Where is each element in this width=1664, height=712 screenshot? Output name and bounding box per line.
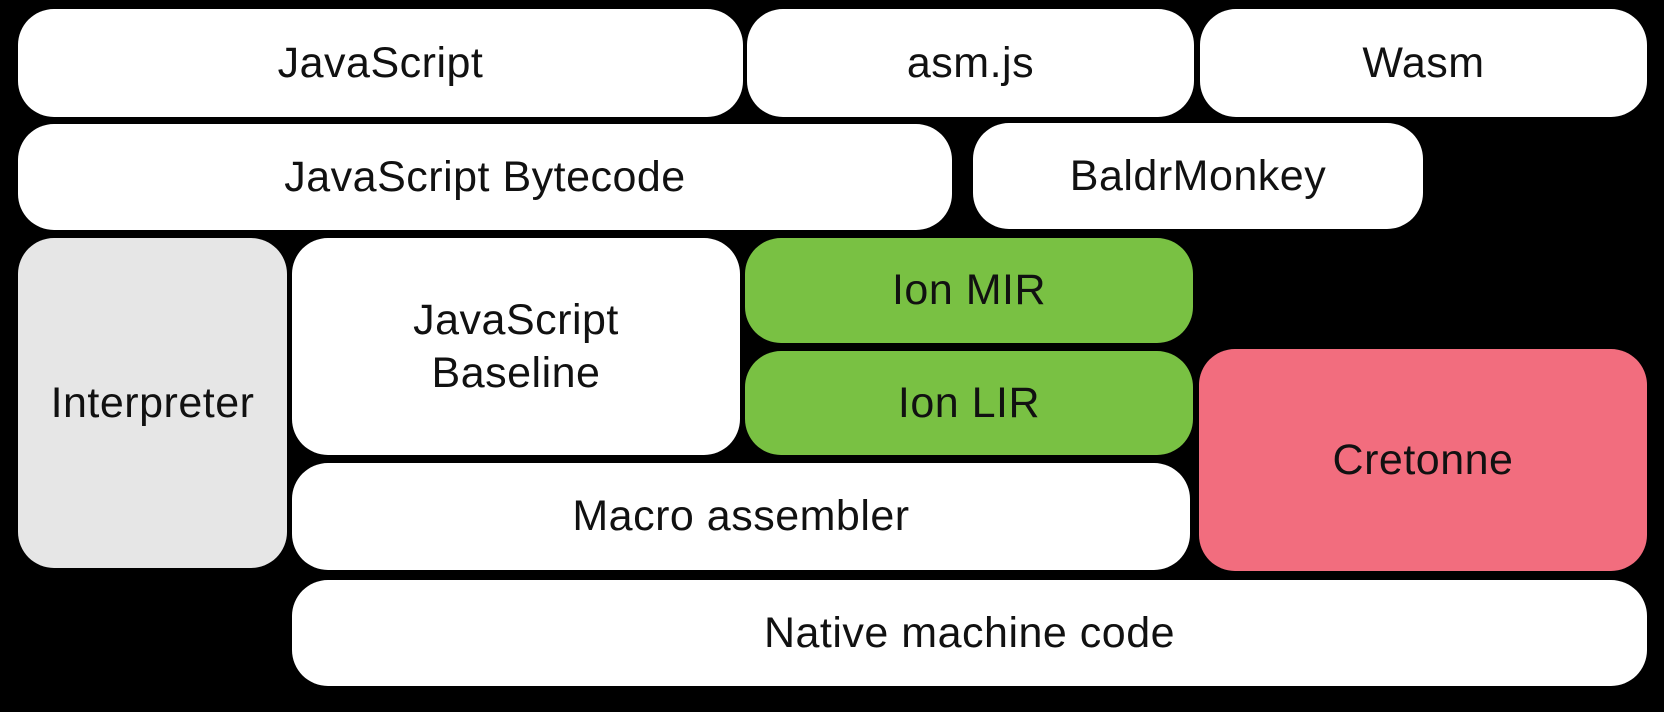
node-javascript-bytecode: JavaScript Bytecode — [18, 124, 952, 230]
node-macro-assembler: Macro assembler — [292, 463, 1190, 570]
node-asmjs: asm.js — [747, 9, 1194, 117]
node-ion-mir: Ion MIR — [745, 238, 1193, 343]
node-javascript: JavaScript — [18, 9, 743, 117]
node-native-machine-code: Native machine code — [292, 580, 1647, 686]
node-macro-assembler-label: Macro assembler — [572, 492, 910, 541]
node-javascript-label: JavaScript — [277, 38, 484, 87]
node-ion-lir: Ion LIR — [745, 351, 1193, 455]
node-baldrmonkey: BaldrMonkey — [973, 123, 1423, 229]
node-native-machine-code-label: Native machine code — [763, 608, 1176, 657]
node-interpreter-label: Interpreter — [50, 378, 255, 427]
node-ion-lir-label: Ion LIR — [897, 378, 1041, 427]
node-baldrmonkey-label: BaldrMonkey — [1069, 151, 1327, 200]
node-asmjs-label: asm.js — [906, 38, 1035, 87]
node-cretonne: Cretonne — [1199, 349, 1647, 571]
node-javascript-baseline-label: JavaScript Baseline — [413, 296, 619, 397]
node-wasm: Wasm — [1200, 9, 1647, 117]
node-wasm-label: Wasm — [1362, 38, 1485, 87]
node-interpreter: Interpreter — [18, 238, 287, 568]
node-ion-mir-label: Ion MIR — [891, 266, 1047, 315]
node-cretonne-label: Cretonne — [1332, 435, 1514, 484]
node-javascript-bytecode-label: JavaScript Bytecode — [284, 152, 686, 201]
node-javascript-baseline: JavaScript Baseline — [292, 238, 740, 455]
